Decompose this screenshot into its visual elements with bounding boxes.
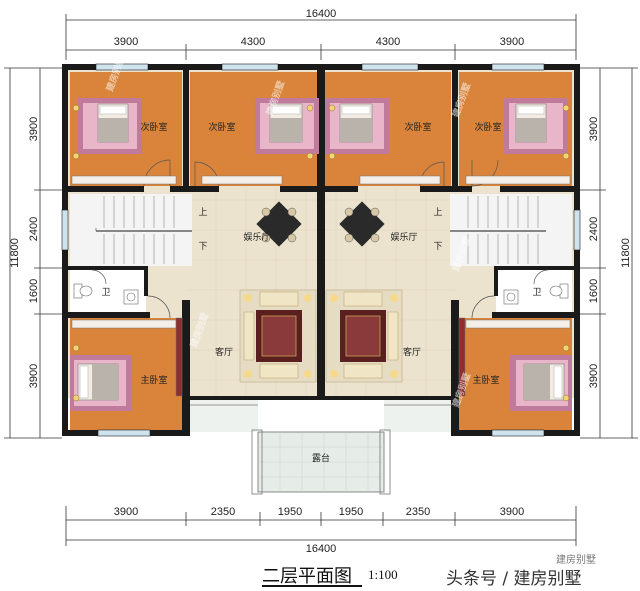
- bottom-dimension-6: 3900: [500, 506, 524, 518]
- label-master-bedroom-left: 主卧室: [140, 374, 167, 386]
- bed-secondary-3: [325, 98, 389, 154]
- label-secondary-bedroom-1: 次卧室: [140, 121, 167, 133]
- stair-area-right: [450, 194, 572, 266]
- label-entertainment-hall-right: 娱乐厅: [390, 231, 417, 243]
- dining-table-right: [339, 201, 385, 247]
- stair-treads-right: [450, 196, 546, 264]
- plan-scale: 1:100: [368, 567, 398, 582]
- label-bathroom-left: 卫: [101, 288, 110, 298]
- sink-icon-left: [123, 289, 139, 305]
- label-entertainment-hall-left: 娱乐厅: [243, 231, 270, 243]
- stair-treads-left: [95, 196, 192, 264]
- top-dimension-1: 3900: [114, 36, 138, 48]
- left-dimension-3: 1600: [28, 279, 40, 303]
- label-living-room-left: 客厅: [215, 346, 233, 358]
- bottom-total-dimension: 16400: [306, 543, 337, 555]
- top-dimension-lines: [65, 14, 577, 60]
- label-master-bedroom-right: 主卧室: [472, 374, 499, 386]
- terrace-tiles: [258, 432, 384, 492]
- label-secondary-bedroom-2: 次卧室: [208, 121, 235, 133]
- right-dimension-2: 2400: [588, 217, 600, 241]
- top-dimension-3: 4300: [376, 36, 400, 48]
- right-dimension-lines: [580, 67, 638, 439]
- bed-secondary-2: [255, 98, 319, 154]
- label-secondary-bedroom-3: 次卧室: [404, 121, 431, 133]
- sofa-set-right: [325, 289, 403, 383]
- label-stair-down-left: 下: [198, 242, 207, 252]
- right-total-dimension: 11800: [620, 238, 632, 268]
- label-stair-up-left: 上: [198, 207, 207, 218]
- source-logo: 建房别墅: [556, 555, 596, 566]
- bed-master-right: [510, 355, 572, 411]
- balcony-right: [384, 398, 451, 432]
- label-bathroom-right: 卫: [532, 288, 541, 298]
- left-dimension-2: 2400: [28, 217, 40, 241]
- terrace-railing: [190, 404, 451, 495]
- label-terrace: 露台: [312, 452, 330, 464]
- plan-title: 二层平面图: [262, 566, 352, 587]
- label-living-room-right: 客厅: [403, 346, 421, 358]
- nightstand-lamps: [72, 104, 570, 402]
- toilet-icon-left: [73, 283, 93, 299]
- plan-title-underline: [262, 585, 362, 587]
- toilet-icon-right: [549, 283, 569, 299]
- bottom-dimension-5: 2350: [406, 506, 430, 518]
- right-dimension-1: 3900: [588, 117, 600, 141]
- left-total-dimension: 11800: [9, 238, 21, 268]
- balcony-left: [190, 398, 258, 432]
- label-stair-up-right: 上: [433, 207, 442, 218]
- sofa-set-left: [239, 289, 317, 383]
- source-credit: 头条号 / 建房别墅: [446, 569, 582, 589]
- bottom-dimension-2: 2350: [211, 506, 235, 518]
- sink-icon-right: [503, 289, 519, 305]
- windows: [61, 63, 581, 437]
- top-dimension-4: 3900: [500, 36, 524, 48]
- label-stair-down-right: 下: [433, 242, 442, 252]
- left-dimension-4: 3900: [28, 364, 40, 388]
- dining-table-left: [256, 201, 302, 247]
- wardrobes: [71, 175, 571, 397]
- stair-area-left: [70, 194, 192, 266]
- bottom-dimension-1: 3900: [114, 506, 138, 518]
- left-dimension-1: 3900: [28, 117, 40, 141]
- bottom-dimension-lines: [65, 506, 577, 546]
- bed-master-left: [70, 355, 132, 411]
- label-secondary-bedroom-4: 次卧室: [474, 121, 501, 133]
- bottom-dimension-3: 1950: [278, 506, 302, 518]
- right-dimension-3: 1600: [588, 279, 600, 303]
- bottom-dimension-4: 1950: [339, 506, 363, 518]
- right-dimension-4: 3900: [588, 364, 600, 388]
- bed-secondary-4: [504, 98, 568, 154]
- left-dimension-lines: [4, 67, 62, 439]
- top-total-dimension: 16400: [306, 8, 337, 20]
- top-dimension-2: 4300: [241, 36, 265, 48]
- bed-secondary-1: [78, 98, 142, 154]
